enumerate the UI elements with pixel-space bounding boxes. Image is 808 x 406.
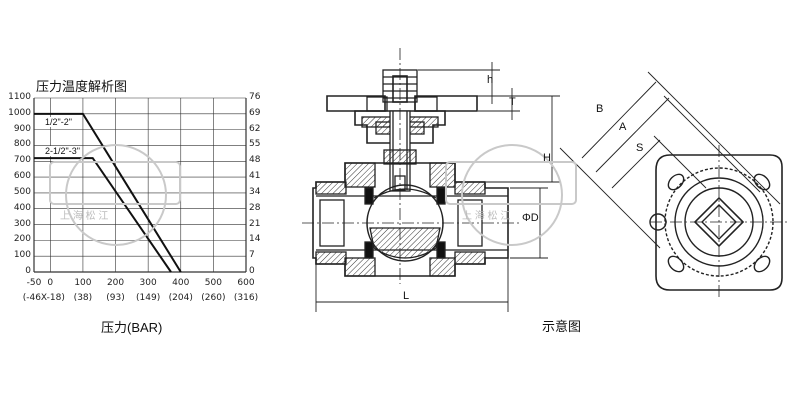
valve-top-view bbox=[649, 145, 790, 298]
y-tick-right: 0 bbox=[249, 266, 255, 276]
y-tick-right: 41 bbox=[249, 171, 261, 182]
y-tick-right: 62 bbox=[249, 123, 261, 134]
x-tick: 600 bbox=[237, 278, 255, 288]
watermark-text-right: 上 海 松 江 bbox=[462, 211, 511, 222]
y-tick-left: 700 bbox=[13, 155, 31, 166]
y-tick-left: 300 bbox=[13, 218, 31, 229]
x-tick: -50 bbox=[26, 278, 42, 288]
top-flange bbox=[655, 154, 783, 291]
series-line-1 bbox=[34, 112, 182, 273]
dim-S-label: S bbox=[636, 142, 644, 154]
legend-series-2: 2-1/2"-3" bbox=[44, 146, 81, 156]
legend-series-1: 1/2"-2" bbox=[44, 117, 73, 127]
y-tick-right: 69 bbox=[249, 107, 261, 118]
y-tick-left: 1100 bbox=[8, 92, 31, 102]
section-dimensions bbox=[315, 62, 560, 312]
dim-B-label: B bbox=[596, 103, 604, 115]
x-sub-tick: (-46X-18) bbox=[22, 293, 65, 303]
y-tick-left: 800 bbox=[13, 139, 31, 150]
x-axis-title: 压力(BAR) bbox=[101, 320, 163, 335]
y-tick-right: 14 bbox=[249, 234, 261, 245]
watermark-text-left: 上 海 松 江 bbox=[60, 211, 109, 222]
y-tick-right: 55 bbox=[249, 139, 261, 150]
y-tick-right: 7 bbox=[249, 250, 255, 261]
y-tick-right: 34 bbox=[249, 186, 261, 197]
dim-phiD-label: ΦD bbox=[522, 212, 539, 224]
y-tick-right: 21 bbox=[249, 218, 261, 229]
x-sub-tick: (149) bbox=[136, 293, 161, 303]
dim-H-label: H bbox=[543, 152, 551, 164]
dim-T-label: T bbox=[509, 96, 516, 108]
x-tick: 300 bbox=[139, 278, 157, 288]
y-tick-left: 1000 bbox=[8, 107, 31, 118]
y-tick-left: 200 bbox=[13, 234, 31, 245]
y-tick-left: 400 bbox=[13, 202, 31, 213]
y-tick-left: 600 bbox=[13, 171, 31, 182]
x-tick: 0 bbox=[47, 278, 54, 288]
dim-h-label: h bbox=[487, 74, 494, 86]
x-sub-tick: (38) bbox=[73, 293, 93, 303]
series-line-2 bbox=[34, 157, 172, 273]
x-tick: 100 bbox=[74, 278, 92, 288]
y-tick-right: 48 bbox=[249, 155, 261, 166]
watermark bbox=[49, 144, 577, 246]
y-tick-left: 500 bbox=[13, 186, 31, 197]
y-tick-left: 900 bbox=[13, 123, 31, 134]
x-sub-tick: (93) bbox=[106, 293, 125, 303]
dim-A-label: A bbox=[619, 121, 627, 133]
x-tick: 200 bbox=[106, 278, 125, 288]
chart-grid bbox=[33, 97, 247, 273]
dim-L-label: L bbox=[403, 290, 410, 302]
y-tick-right: 28 bbox=[249, 202, 261, 213]
x-tick: 400 bbox=[172, 278, 190, 288]
mounting-pad-right bbox=[414, 95, 478, 112]
y-tick-left: 100 bbox=[13, 250, 31, 261]
chart-title: 压力温度解析图 bbox=[36, 79, 128, 94]
y-tick-right: 76 bbox=[249, 92, 261, 102]
mounting-pad-left bbox=[326, 95, 386, 112]
chart-series bbox=[34, 112, 182, 273]
x-sub-tick: (260) bbox=[201, 293, 226, 303]
x-sub-tick: (316) bbox=[233, 293, 259, 303]
x-sub-tick: (204) bbox=[168, 293, 193, 303]
valve-section-view bbox=[302, 48, 520, 284]
y-tick-left: 0 bbox=[25, 266, 31, 276]
x-tick: 500 bbox=[204, 278, 222, 288]
diagram-caption: 示意图 bbox=[542, 319, 582, 334]
